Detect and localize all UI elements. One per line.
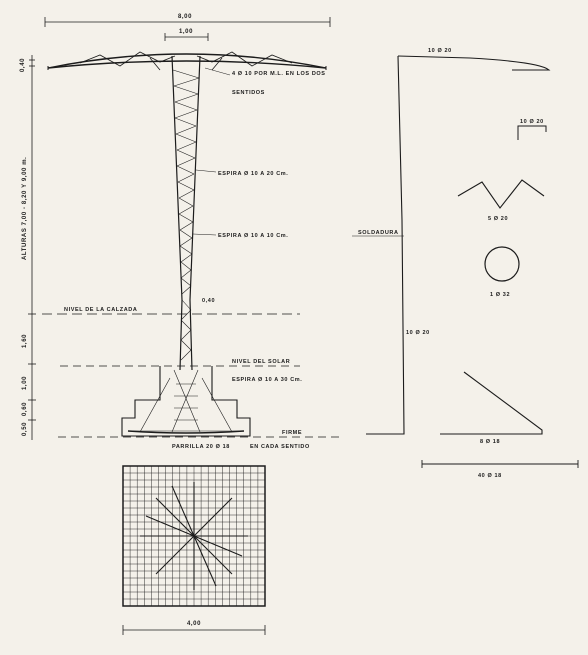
hook-bar-detail: 10 Ø 20 [517, 119, 547, 140]
long-bar-detail: 10 Ø 20 SOLDADURA 10 Ø 20 [352, 48, 551, 435]
top-center-label: 1,00 [179, 29, 193, 35]
footing-plan: 4,00 [122, 465, 266, 635]
weld-label: SOLDADURA [358, 230, 399, 236]
cap-thickness-dimension: 0,40 [20, 55, 35, 72]
height-label: ALTURAS 7,00 - 8,20 Y 9,00 m. [22, 157, 28, 260]
long-bar-side-label: 10 Ø 20 [406, 330, 430, 336]
level-3-label: 0,60 [22, 402, 28, 416]
zigzag-bar-label: 5 Ø 20 [488, 216, 508, 222]
section-dimension-label: 0,40 [202, 298, 215, 304]
top-width-label: 8,00 [178, 14, 192, 20]
spiral-middle-note: ESPIRA Ø 10 A 10 Cm. [218, 233, 288, 239]
level-2-label: 1,00 [22, 376, 28, 390]
grid-note-2: EN CADA SENTIDO [250, 444, 310, 450]
road-level-label: NIVEL DE LA CALZADA [64, 307, 137, 313]
footing-bars-label: 40 Ø 18 [478, 473, 502, 479]
plan-width-label: 4,00 [187, 621, 201, 627]
ring-bar-label: 1 Ø 32 [490, 292, 510, 298]
plan-dimension: 4,00 [122, 621, 266, 635]
footing [121, 366, 251, 437]
zigzag-bar-detail: 5 Ø 20 [457, 179, 545, 222]
spiral-upper-note: ESPIRA Ø 10 A 20 Cm. [218, 171, 288, 177]
column-elevation: 8,00 1,00 0,40 [20, 14, 340, 450]
bent-bar-label: 8 Ø 18 [480, 439, 500, 445]
level-1-label: 1,60 [22, 334, 28, 348]
top-width-dimension: 8,00 [44, 14, 331, 27]
column-shaft [171, 55, 201, 371]
road-level-line: NIVEL DE LA CALZADA [42, 307, 300, 315]
long-bar-top-label: 10 Ø 20 [428, 48, 452, 54]
hook-bar-label: 10 Ø 20 [520, 119, 544, 125]
grid-note: PARRILLA 20 Ø 18 [172, 444, 230, 450]
umbrella-cap [47, 51, 327, 71]
slab-level-label: NIVEL DEL SOLAR [232, 359, 290, 365]
anchor-bars-plan [140, 482, 248, 590]
ring-bar-detail: 1 Ø 32 [484, 246, 520, 298]
firm-ground-line: FIRME [58, 430, 340, 438]
level-4-label: 0,50 [22, 422, 28, 436]
top-bars-note: 4 Ø 10 POR M.L. EN LOS DOS [232, 71, 326, 77]
slab-level-line: NIVEL DEL SOLAR [60, 359, 300, 367]
top-center-dimension: 1,00 [164, 29, 209, 41]
bent-bar-detail: 8 Ø 18 [440, 371, 543, 445]
spiral-lower-note: ESPIRA Ø 10 A 30 Cm. [232, 377, 302, 383]
bar-schedule: 10 Ø 20 SOLDADURA 10 Ø 20 10 Ø 20 5 Ø 20… [352, 48, 579, 479]
firm-ground-label: FIRME [282, 430, 302, 436]
footing-bars-detail: 40 Ø 18 [421, 460, 579, 479]
height-dimension: ALTURAS 7,00 - 8,20 Y 9,00 m. 1,60 1,00 … [22, 72, 36, 440]
cap-thickness-label: 0,40 [20, 58, 26, 72]
top-bars-note-2: SENTIDOS [232, 90, 265, 96]
